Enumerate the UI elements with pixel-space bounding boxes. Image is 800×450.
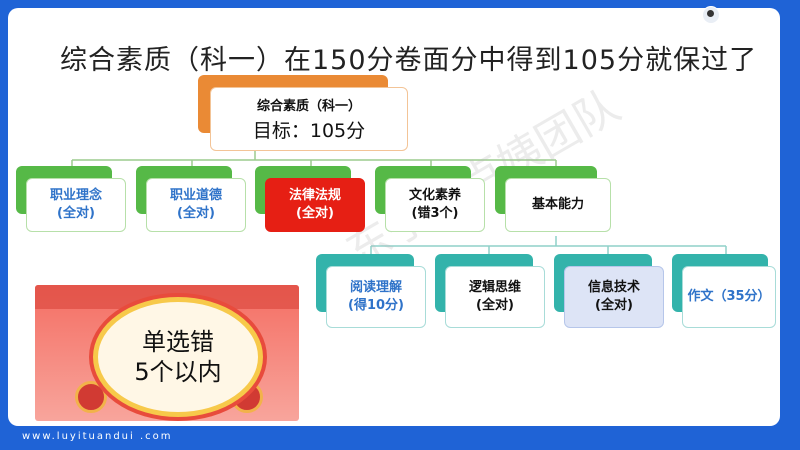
- node-note: (全对): [296, 206, 334, 221]
- node-note: (全对): [595, 298, 633, 313]
- promo-oval: 单选错 5个以内: [93, 297, 263, 417]
- avatar: [702, 6, 720, 24]
- root-target: 目标：105分: [252, 120, 366, 142]
- node-note: (全对): [57, 206, 95, 221]
- drum-left-icon: [75, 381, 107, 413]
- promo-line2: 5个以内: [134, 358, 222, 386]
- node-label: 基本能力: [531, 197, 584, 212]
- node-label: 作文（35分）: [687, 289, 771, 304]
- node-note: (全对): [177, 206, 215, 221]
- footer-url: www.luyituandui .com: [22, 431, 173, 442]
- node-label: 职业道德: [169, 188, 222, 203]
- brand-name: 卢姨团队: [726, 9, 770, 22]
- node-note: (错3个): [411, 206, 459, 221]
- node-note: (全对): [476, 298, 514, 313]
- slide-title: 综合素质（科一）在150分卷面分中得到105分就保过了: [60, 45, 758, 76]
- promo-line1: 单选错: [142, 328, 214, 356]
- node-label: 信息技术: [587, 280, 640, 295]
- node-label: 阅读理解: [349, 280, 402, 295]
- node-label: 法律法规: [288, 188, 341, 203]
- node-label: 文化素养: [408, 188, 461, 203]
- node-note: (得10分): [348, 298, 404, 313]
- brand-badge: 卢姨团队: [702, 6, 770, 24]
- promo-banner: 单选错 5个以内: [35, 285, 299, 421]
- root-subject: 综合素质（科一）: [256, 99, 361, 114]
- node-label: 职业理念: [49, 188, 102, 203]
- slide: 综合素质（科一）在150分卷面分中得到105分就保过了 东子 · 卢姨团队 综合…: [8, 8, 780, 426]
- node-label: 逻辑思维: [468, 280, 521, 295]
